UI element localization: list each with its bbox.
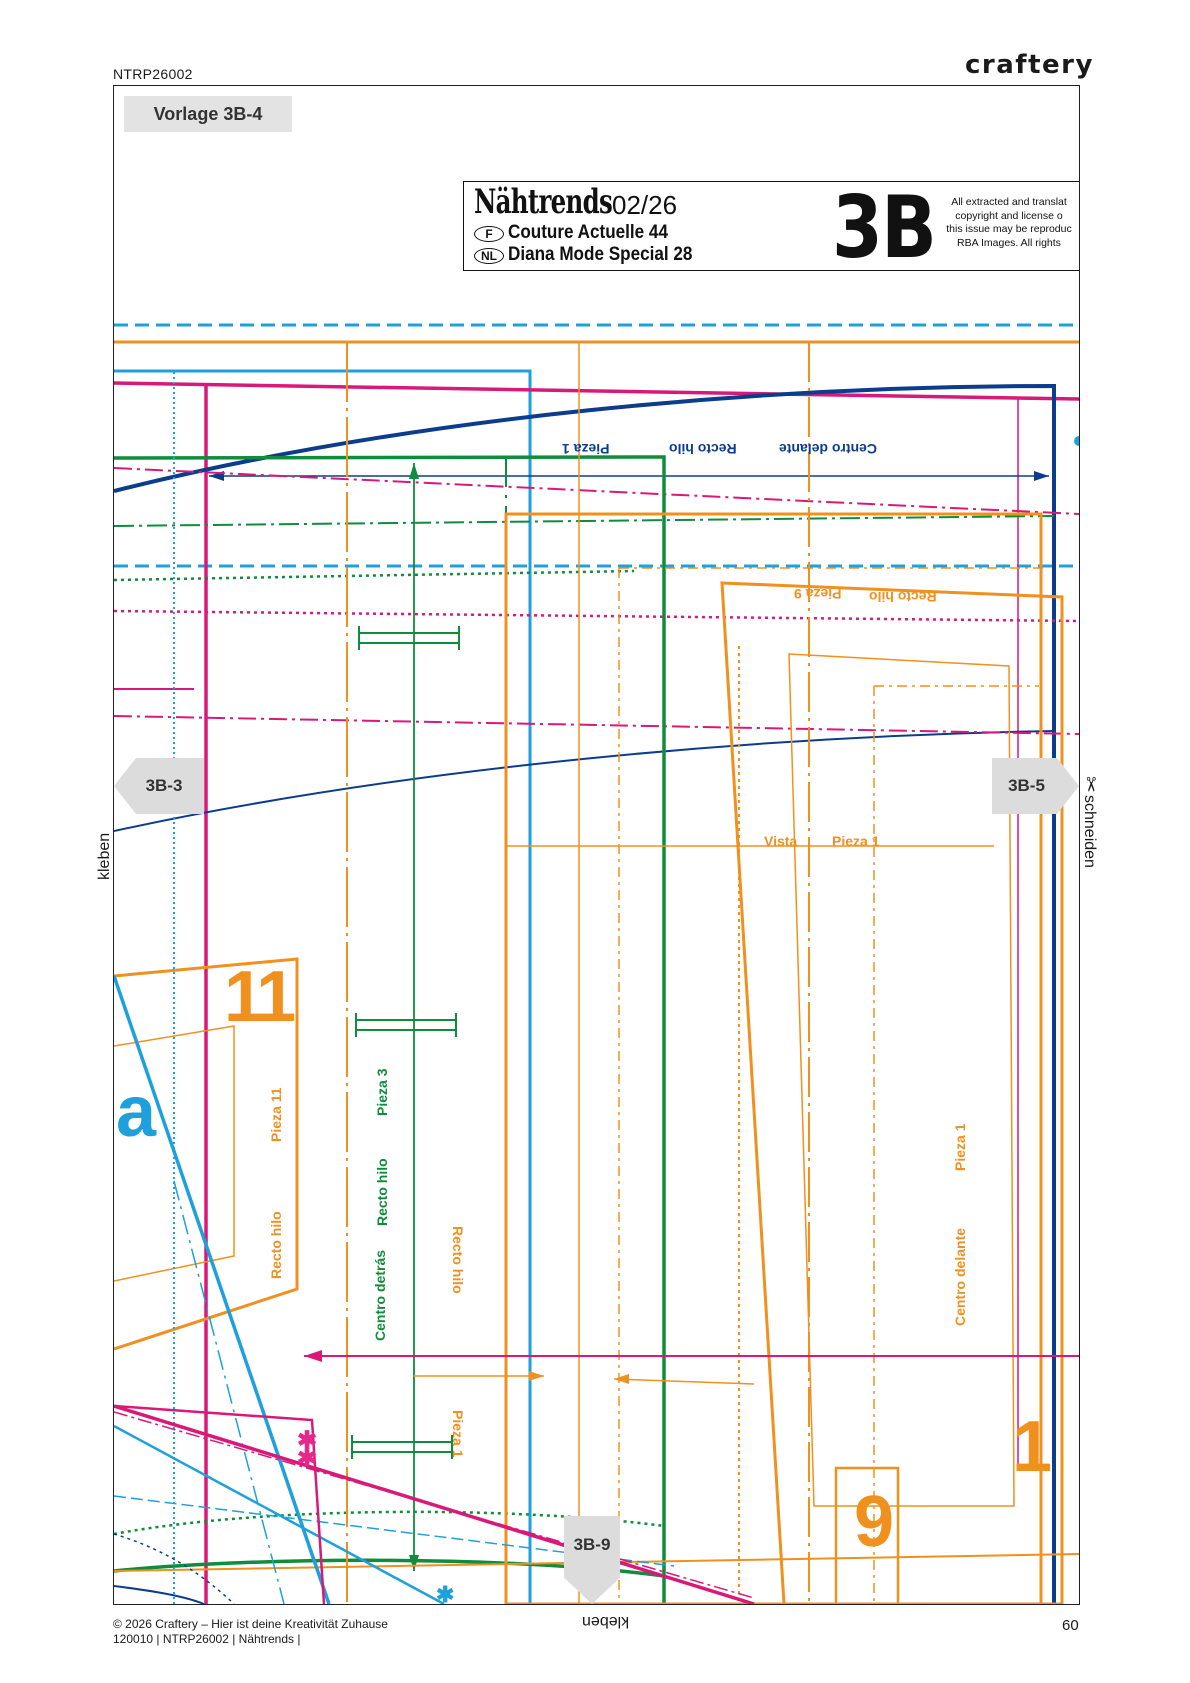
label-pieza3: Pieza 3	[374, 1068, 390, 1116]
connector-right-label: 3B-5	[1008, 776, 1045, 795]
piece-number-9: 9	[854, 1482, 895, 1562]
magazine-issue: 02/26	[612, 190, 678, 220]
edition-name-nl: Diana Mode Special 28	[508, 244, 693, 265]
notice-line: All extracted and translat	[951, 196, 1067, 208]
label-pieza1-right: Pieza 1	[952, 1123, 968, 1171]
magazine-title: Nähtrends	[474, 182, 613, 222]
connector-left: 3B-3	[114, 758, 204, 814]
pattern-lines	[114, 323, 1079, 1604]
side-label-right: schneiden	[1081, 795, 1098, 868]
footer-copyright: © 2026 Craftery – Hier ist deine Kreativ…	[113, 1617, 388, 1631]
label-centro-delante-right: Centro delante	[952, 1227, 968, 1326]
country-badge-f: F	[474, 226, 504, 242]
template-label: Vorlage 3B-4	[124, 96, 292, 132]
copyright-notice: All extracted and translat copyright and…	[939, 196, 1079, 250]
notice-line: copyright and license o	[955, 209, 1063, 222]
notch-mark: ✱	[297, 1427, 318, 1454]
brand-logo: craftery	[965, 50, 1094, 80]
label-pieza1-top: Pieza 1	[562, 441, 610, 457]
side-label-bottom: kleben	[582, 1613, 630, 1630]
page-number: 60	[1062, 1617, 1079, 1634]
label-centro-detras: Centro detrás	[372, 1249, 388, 1341]
label-pieza1-mid: Pieza 1	[832, 833, 880, 849]
label-recto-hilo-11: Recto hilo	[268, 1211, 284, 1279]
piece-number-1: 1	[1012, 1407, 1053, 1487]
country-badge-nl: NL	[474, 248, 504, 264]
label-centro-delante-top: Centro delante	[779, 441, 878, 457]
label-recto-hilo-9: Recto hilo	[869, 589, 937, 605]
label-recto-hilo-top: Recto hilo	[669, 441, 737, 457]
piece-letter-a: a	[116, 1072, 157, 1152]
label-recto-hilo-1: Recto hilo	[450, 1226, 466, 1294]
connector-bottom-label: 3B-9	[573, 1535, 611, 1554]
scissors-icon: ✂	[1078, 776, 1101, 793]
label-pieza1-bottom: Pieza 1	[450, 1410, 466, 1458]
document-code: NTRP26002	[113, 66, 193, 82]
notch-mark: ✱	[297, 1445, 318, 1472]
footer-reference: 120010 | NTRP26002 | Nähtrends |	[113, 1632, 301, 1646]
notch-mark: ✱	[436, 1582, 455, 1605]
label-vista: Vista	[764, 833, 798, 849]
side-label-left: kleben	[96, 832, 113, 880]
notice-line: RBA Images. All rights	[957, 236, 1061, 249]
pattern-sheet: Vorlage 3B-4 Nähtrends 02/26 F Couture A…	[113, 85, 1080, 1605]
label-pieza11: Pieza 11	[268, 1087, 284, 1143]
label-recto-hilo-3: Recto hilo	[374, 1158, 390, 1226]
piece-number-11: 11	[224, 957, 296, 1037]
label-pieza9: Pieza 9	[794, 586, 842, 602]
magazine-header-box: Nähtrends 02/26 F Couture Actuelle 44 NL…	[463, 178, 1079, 278]
edition-name-f: Couture Actuelle 44	[508, 222, 668, 243]
connector-left-label: 3B-3	[145, 776, 183, 795]
notice-line: this issue may be reproduc	[946, 223, 1072, 235]
sheet-number: 3B	[832, 178, 937, 278]
